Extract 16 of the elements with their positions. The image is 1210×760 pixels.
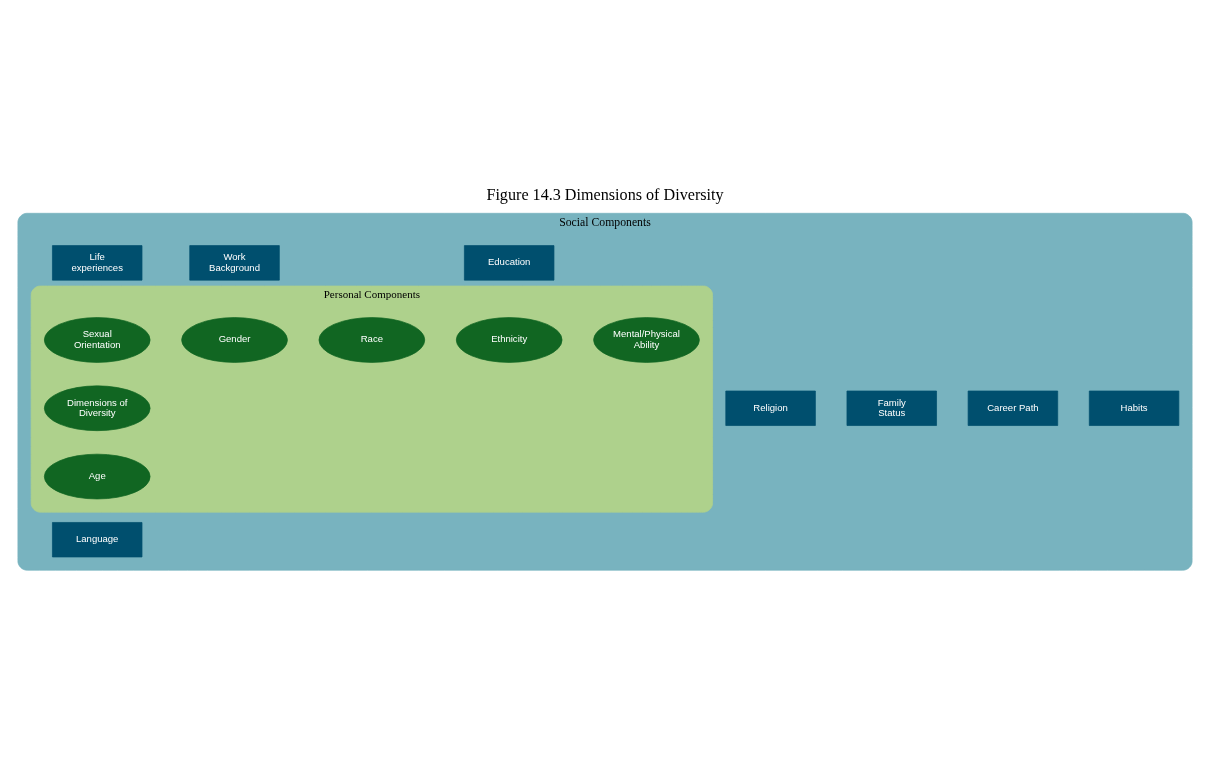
node-ellipse: Mental/Physical Ability [593, 317, 700, 363]
node-box: Habits [1088, 390, 1180, 426]
node-ellipse: Dimensions of Diversity [44, 385, 151, 432]
node-ellipse: Gender [181, 317, 288, 363]
node-ellipse: Race [318, 317, 426, 363]
node-box: Life experiences [52, 245, 143, 281]
node-box: Education [464, 245, 555, 281]
node-ellipse: Sexual Orientation [44, 317, 151, 363]
node-box: Family Status [846, 390, 937, 426]
node-box: Work Background [189, 245, 280, 281]
diagram-title: Figure 14.3 Dimensions of Diversity [486, 185, 724, 203]
node-box: Career Path [967, 390, 1059, 426]
node-ellipse: Ethnicity [455, 317, 563, 363]
node-ellipse: Age [44, 453, 151, 500]
node-box: Language [52, 522, 143, 558]
node-box: Religion [725, 390, 816, 426]
